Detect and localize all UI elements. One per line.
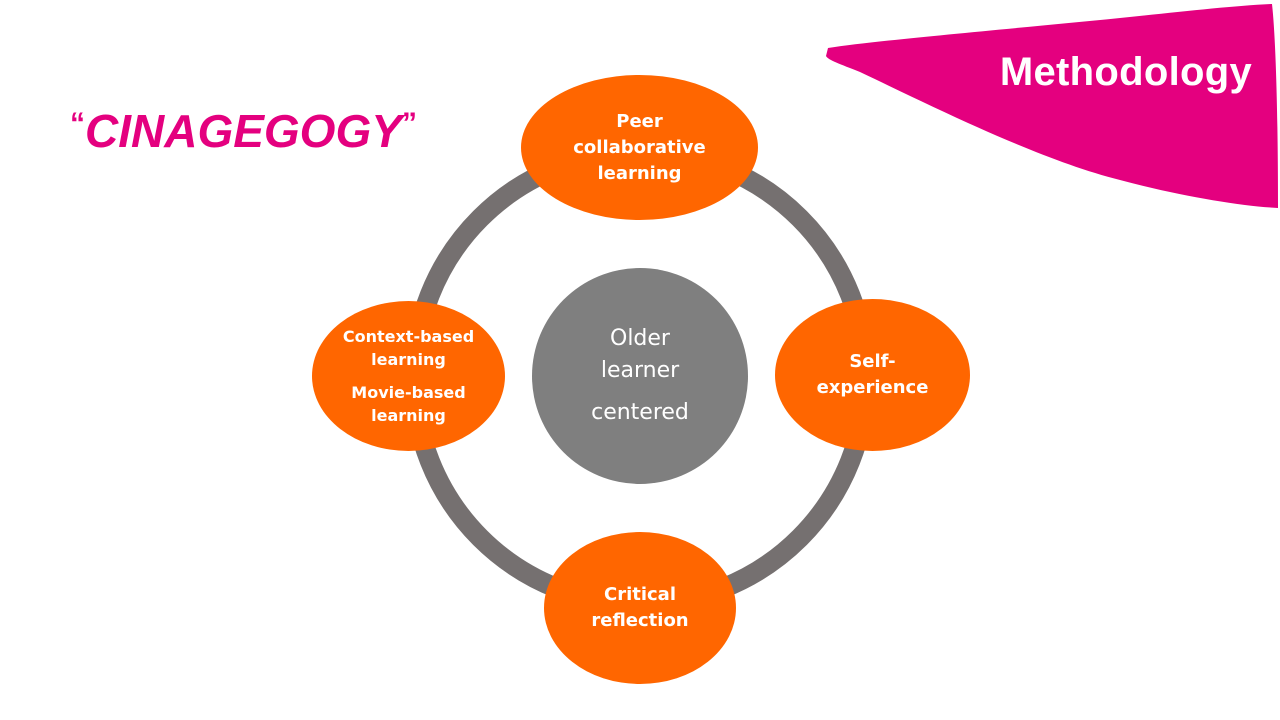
node-left-line-2: learning bbox=[371, 350, 446, 369]
banner-brush-shape bbox=[826, 4, 1278, 208]
node-peer-collaborative-learning: Peer collaborative learning bbox=[521, 75, 758, 220]
close-quote: ” bbox=[401, 107, 417, 140]
node-critical-reflection: Critical reflection bbox=[544, 532, 736, 684]
center-line-3: centered bbox=[591, 400, 689, 425]
node-top-line-3: learning bbox=[597, 162, 682, 184]
center-line-2: learner bbox=[600, 358, 680, 383]
node-right-line-2: experience bbox=[816, 377, 929, 398]
node-right-line-1: Self- bbox=[849, 351, 896, 372]
node-left-line-3: Movie-based bbox=[351, 383, 466, 402]
center-circle: Older learner centered bbox=[532, 268, 748, 484]
node-top-line-2: collaborative bbox=[573, 136, 706, 158]
center-line-1: Older bbox=[610, 326, 670, 351]
open-quote: “ bbox=[70, 107, 85, 140]
node-left-line-4: learning bbox=[371, 406, 446, 425]
node-bottom-line-2: reflection bbox=[591, 610, 689, 631]
node-left-line-1: Context-based bbox=[342, 327, 475, 346]
node-self-experience: Self- experience bbox=[775, 299, 970, 451]
title-banner: Methodology bbox=[820, 0, 1280, 215]
page-title: Methodology bbox=[999, 50, 1252, 94]
node-top-line-1: Peer bbox=[616, 110, 663, 132]
subtitle-text: CINAGEGOGY bbox=[85, 105, 402, 157]
node-context-movie-based-learning: Context-based learning Movie-based learn… bbox=[312, 301, 505, 451]
node-bottom-line-1: Critical bbox=[603, 584, 677, 605]
subtitle: “CINAGEGOGY” bbox=[70, 104, 417, 158]
